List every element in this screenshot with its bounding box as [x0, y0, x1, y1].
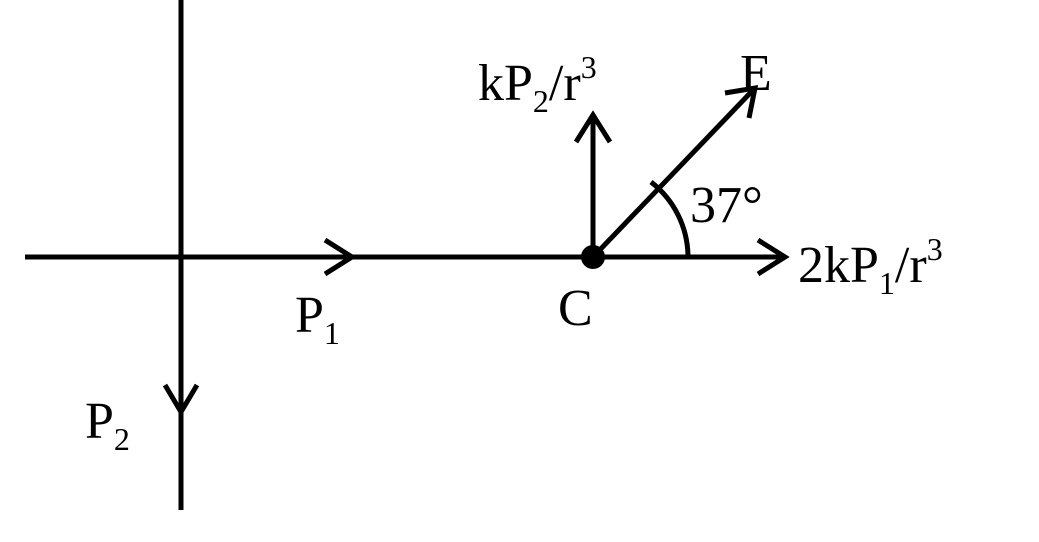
p1-arrowhead [323, 237, 357, 277]
p2-arrowhead [162, 383, 200, 417]
e-label: E [740, 45, 772, 102]
resultant-field-arrowhead [724, 84, 759, 119]
horizontal-field-arrowhead [756, 237, 790, 277]
resultant-field-vector [591, 86, 757, 259]
point-c-dot [581, 245, 605, 269]
angle-arc [649, 180, 691, 258]
p1-label: P1 [295, 287, 340, 351]
c-label: C [558, 280, 593, 337]
horizontal-field-label: 2kP1/r3 [798, 231, 943, 301]
vertical-field-arrowhead [573, 110, 613, 144]
angle-label: 37° [690, 177, 763, 234]
vertical-field-label: kP2/r3 [478, 49, 597, 119]
p2-label: P2 [85, 393, 130, 457]
